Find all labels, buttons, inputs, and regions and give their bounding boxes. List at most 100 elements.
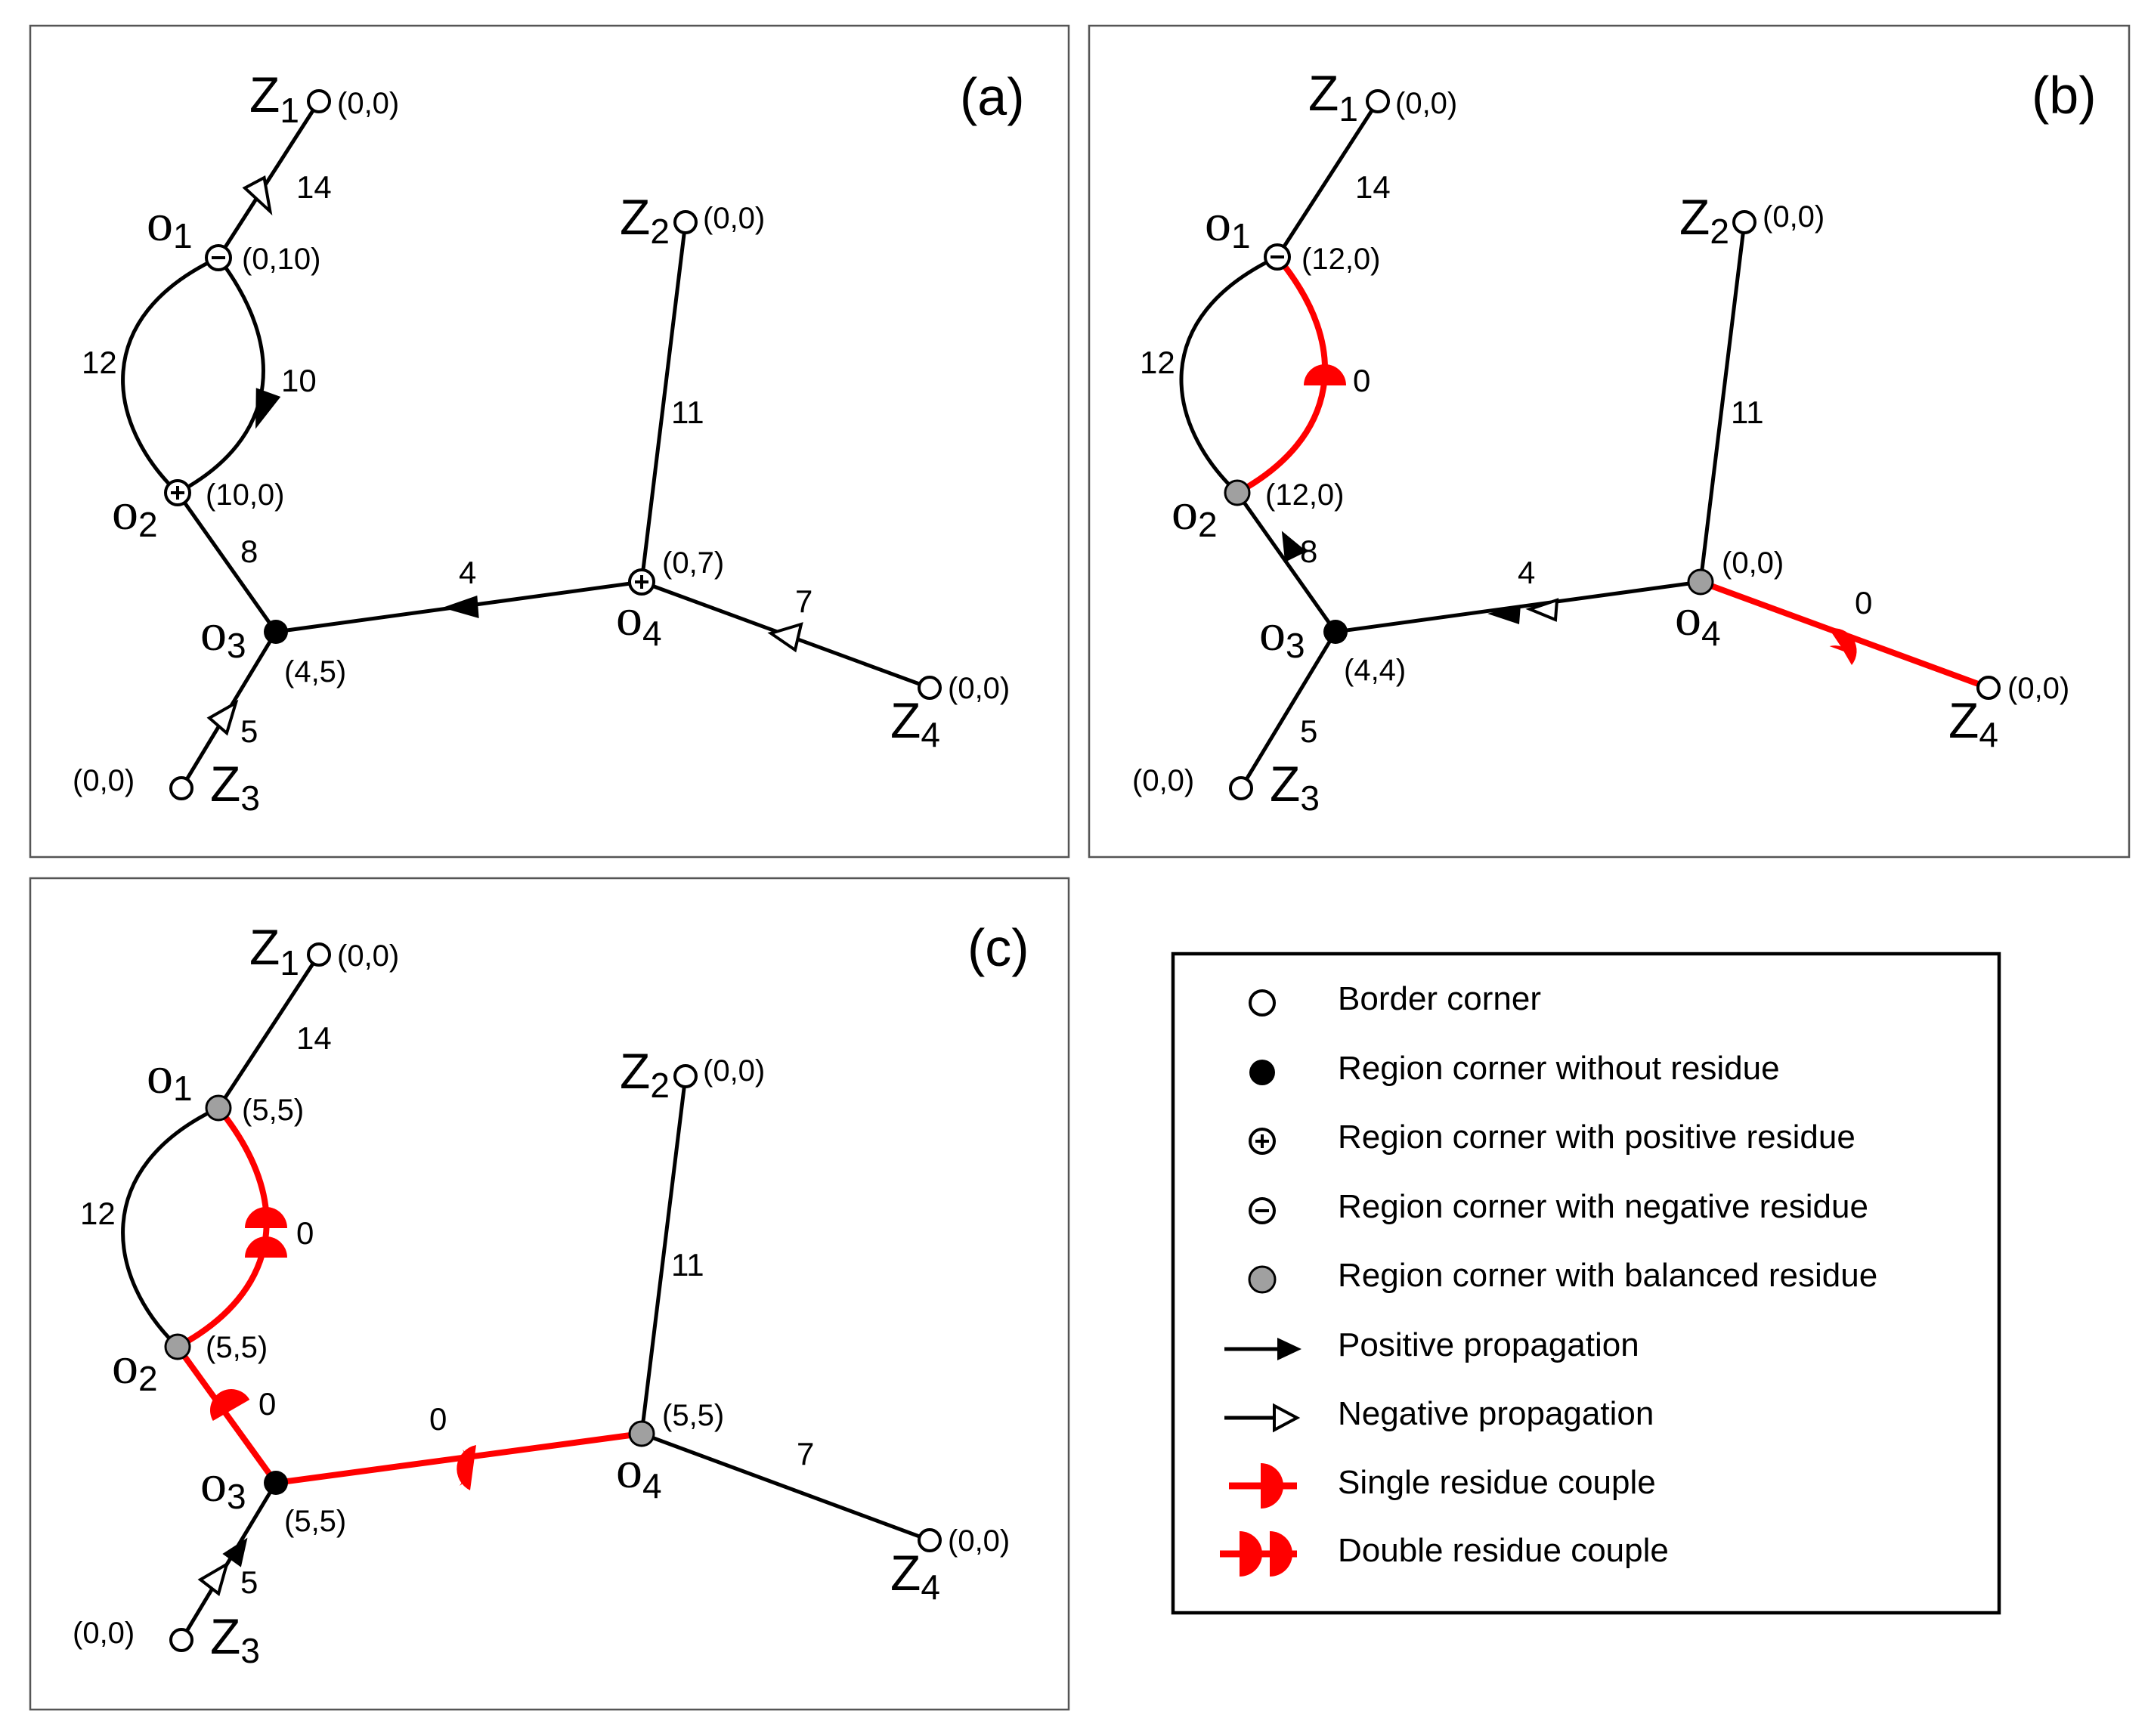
pos-arrow-icon [442,595,479,619]
node-z2-name: Z2 [620,1043,670,1105]
edge-z1-o1 [1275,99,1380,259]
node-o1-name: o1 [147,1047,193,1108]
weight-o1-o2-right: 0 [1353,363,1370,398]
border-corner-icon [673,1064,698,1088]
node-z2-name: Z2 [620,189,670,251]
node-o3-name: o3 [1259,604,1305,665]
weight-o3-z3: 5 [240,713,258,749]
weight-o2-o3: 8 [1300,534,1317,569]
node-o4-name: o4 [616,589,662,653]
weight-o4-z4: 7 [795,583,812,619]
node-z4-name: Z4 [890,1545,940,1607]
pair-z3: (0,0) [73,1617,135,1650]
legend-frame [1171,952,2001,1615]
edge-o4-z2 [639,220,688,584]
region-corner-icon [1249,1060,1275,1085]
neg-arrow-icon [197,1561,230,1596]
balanced-residue-icon [1687,568,1714,596]
panel-b-tag: (b) [2032,66,2097,125]
border-corner-icon [307,942,331,967]
panel-c-tag: (c) [967,918,1029,977]
edge-z1-o1 [216,99,321,260]
region-corner-icon [264,1471,288,1495]
weight-o4-z2: 11 [671,395,704,430]
border-corner-icon [169,776,193,800]
legend-label-neg-prop: Negative propagation [1338,1395,1654,1432]
single-residue-couple-icon [210,1389,250,1421]
border-corner-icon [307,89,331,113]
border-corner-icon [1366,89,1390,113]
edge-o1-o2-left [1179,255,1280,495]
pair-o1: (5,5) [242,1094,304,1127]
neg-arrow-icon [242,175,273,216]
pair-z2: (0,0) [703,1054,765,1088]
neg-arrow-icon [206,699,239,736]
balanced-residue-icon [1248,1265,1277,1294]
legend-label-single: Single residue couple [1338,1464,1656,1501]
pair-o1: (12,0) [1301,243,1381,276]
pair-z2: (0,0) [703,202,765,235]
weight-o4-z2: 11 [671,1247,704,1283]
weight-o3-o4: 0 [429,1401,447,1437]
weight-o2-o3: 0 [258,1386,276,1422]
edge-o3-o4 [273,1431,645,1486]
border-corner-icon [918,676,942,700]
region-corner-icon [1323,620,1348,644]
node-o2-name: o2 [112,1337,158,1398]
pair-o2: (10,0) [206,478,285,512]
weight-o4-z2: 11 [1731,395,1764,430]
edge-o4-z2 [1698,220,1747,584]
border-corner-icon [918,1528,942,1552]
pair-z1: (0,0) [337,87,399,120]
node-o2-name: o2 [112,483,158,544]
node-z1-name: Z1 [249,67,299,130]
weight-o2-o3: 8 [240,534,258,569]
pair-o4: (0,7) [662,546,724,580]
weight-o3-z3: 5 [240,1564,258,1600]
edge-o3-z3 [1239,630,1338,791]
node-o1-name: o1 [1205,194,1251,255]
balanced-residue-icon [1224,479,1251,506]
node-o4-name: o4 [1675,589,1721,653]
weight-o1-o2-left: 12 [82,345,117,380]
pair-o2: (5,5) [206,1331,268,1364]
node-o3-name: o3 [200,1455,246,1516]
double-residue-couple-icon [245,1207,287,1228]
pair-z2: (0,0) [1763,200,1825,234]
edge-o2-o3 [1235,490,1338,634]
weight-o4-z4: 7 [797,1436,814,1471]
weight-z1-o1: 14 [296,169,332,205]
border-corner-icon [673,210,698,234]
pair-z1: (0,0) [1395,87,1457,120]
panel-c-frame [29,877,1070,1711]
pair-o3: (4,5) [284,655,346,689]
weight-o4-z4: 0 [1855,585,1872,620]
node-z2-name: Z2 [1679,189,1729,251]
pair-o4: (0,0) [1722,546,1784,580]
pair-z4: (0,0) [948,672,1010,705]
border-corner-icon [1976,676,2001,700]
legend-label-positive: Region corner with positive residue [1338,1119,1856,1156]
panel-b-frame [1088,24,2131,859]
legend-label-double: Double residue couple [1338,1532,1669,1569]
pair-o2: (12,0) [1265,478,1345,512]
edge-o2-o3 [175,1344,279,1486]
weight-o3-o4: 4 [459,555,476,590]
legend-label-border: Border corner [1338,980,1541,1017]
node-o1-name: o1 [147,194,193,255]
pair-o1: (0,10) [242,243,321,276]
node-z1-name: Z1 [249,919,299,982]
pair-z4: (0,0) [948,1524,1010,1558]
balanced-residue-icon [164,1333,191,1360]
node-z1-name: Z1 [1308,65,1358,128]
edge-o1-o2-left [121,1106,221,1349]
node-z3-name: Z3 [210,756,260,818]
weight-o1-o2-left: 12 [1140,345,1175,380]
weight-z1-o1: 14 [1355,169,1391,205]
pair-z1: (0,0) [337,939,399,973]
weight-z1-o1: 14 [296,1020,332,1056]
legend-label-negative: Region corner with negative residue [1338,1188,1868,1225]
pair-z3: (0,0) [73,764,135,797]
weight-o1-o2-right: 0 [296,1215,314,1251]
